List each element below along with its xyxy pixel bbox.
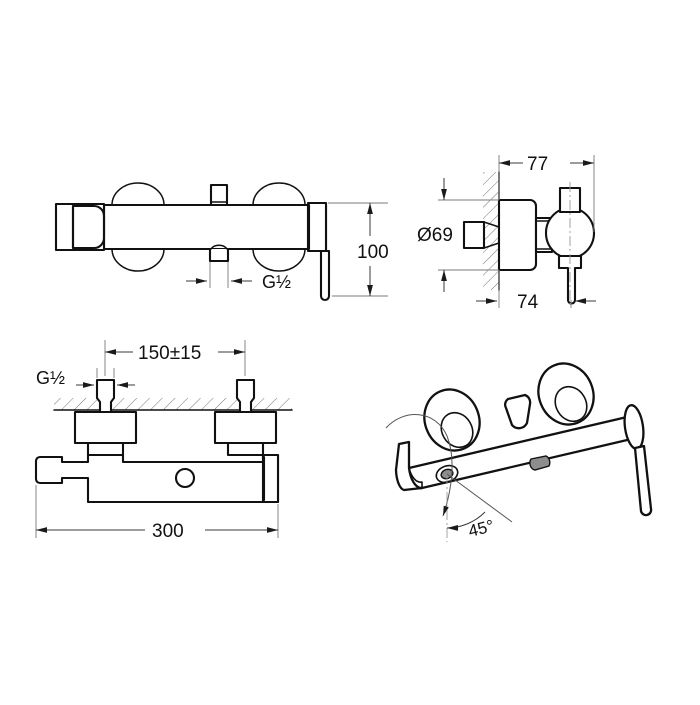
side-view-diameter-label: Ø69 (417, 225, 453, 246)
side-view-reach-dimension: 74 (476, 270, 596, 313)
front-view-left-escutcheon (73, 410, 138, 445)
front-view-length-dimension: 300 (35, 485, 279, 542)
front-view-length-label: 300 (152, 521, 184, 542)
top-view-outlet-dome (210, 244, 228, 250)
top-view-outlet-spigot (208, 249, 230, 263)
front-view-inlet-centers-label: 150±15 (138, 343, 201, 364)
iso-angle-arc (446, 511, 486, 531)
top-view-body (102, 203, 328, 251)
iso-rotation-arrow (385, 414, 453, 517)
top-view-left-escutcheon-arc-lower (111, 248, 165, 272)
front-view-right-cap (261, 453, 280, 504)
top-view: G½ 100 (54, 182, 389, 302)
front-elevation-view: G½ 150±15 300 (34, 340, 293, 542)
front-view-wall-hatch (54, 398, 292, 410)
top-view-right-escutcheon-arc (252, 182, 306, 206)
front-view-outlet-circle (174, 467, 196, 489)
front-view-left-neck (86, 441, 125, 457)
front-view-right-inlet-stud (235, 378, 256, 414)
top-view-left-cap-inner (71, 204, 106, 250)
iso-left-collar (440, 411, 474, 449)
front-view-right-escutcheon (213, 410, 278, 445)
iso-outlet-port (529, 455, 551, 471)
side-view-projection-label: 77 (527, 154, 548, 175)
iso-left-endcap (394, 440, 424, 492)
top-view-height-dimension: 100 (328, 202, 389, 297)
side-section-view: 77 Ø69 74 (417, 154, 596, 313)
iso-right-collar (554, 385, 588, 423)
front-view-left-inlet-stud (95, 378, 116, 414)
side-view-projection-dimension: 77 (498, 154, 595, 232)
side-view-diameter-dimension: Ø69 (417, 178, 499, 292)
iso-diverter-boss (504, 393, 532, 430)
front-view-inlet-thread-dimension: G½ (36, 368, 135, 388)
front-view-inlet-thread-label: G½ (36, 368, 65, 388)
isometric-view: 45° (385, 362, 653, 542)
top-view-height-label: 100 (357, 242, 389, 263)
front-view-right-neck (226, 441, 265, 457)
top-view-left-endcap (54, 202, 106, 252)
side-view-reach-label: 74 (517, 292, 539, 313)
top-view-thread-label: G½ (262, 272, 291, 292)
top-view-left-escutcheon-arc (111, 182, 165, 206)
top-view-right-escutcheon-arc-lower (252, 248, 306, 272)
side-view-inlet-nipple (462, 220, 486, 250)
side-view-wall-hatch (483, 172, 499, 290)
iso-angle-leg (446, 473, 513, 523)
top-view-outlet-thread-dimension: G½ (186, 262, 291, 292)
iso-right-escutcheon (537, 362, 595, 426)
iso-left-escutcheon (423, 388, 481, 452)
top-view-right-endcap (306, 201, 328, 253)
iso-left-recess (435, 464, 459, 484)
top-view-lever-handle (319, 249, 331, 302)
front-view-inlet-centers-dimension: 150±15 (104, 340, 246, 376)
top-view-diverter-boss (209, 183, 229, 207)
iso-lever-handle (633, 444, 653, 517)
side-view-escutcheon (497, 198, 538, 272)
